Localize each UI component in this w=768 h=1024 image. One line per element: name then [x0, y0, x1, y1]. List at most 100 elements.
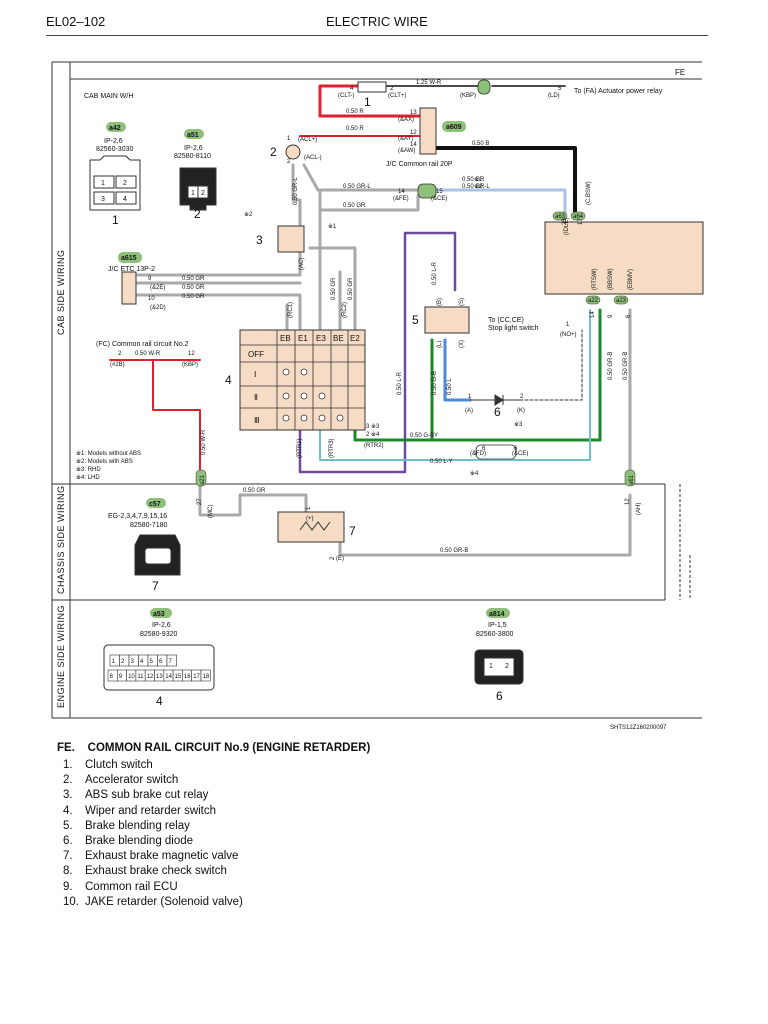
switch-table	[239, 329, 366, 431]
a53-pin-label: 1	[112, 659, 116, 665]
side-label-chassis: CHASSIS SIDE WIRING	[56, 485, 66, 594]
ref-common-rail: (FC) Common rail circuit No.2	[96, 341, 189, 348]
wire-label-05gr-top: 0.50 GR	[462, 177, 485, 183]
term-clt-m: (CLT-)	[338, 93, 355, 99]
wire-red-clutch	[318, 84, 422, 118]
legend-item: 1.Clutch switch	[63, 759, 153, 771]
pin-a609-12: 12	[410, 130, 417, 136]
a51-part: 82580-8110	[174, 153, 211, 160]
pin-a609-14: 14	[410, 142, 417, 148]
badge-a21: a21	[200, 474, 206, 485]
ecu-box	[544, 221, 704, 295]
diagram-frame	[51, 61, 702, 719]
wire-label-05ly: 0.50 L-Y	[430, 459, 453, 465]
term-x: (X)	[459, 340, 465, 348]
a53-pin-label: 17	[193, 674, 200, 680]
term-aw: (&AW)	[398, 148, 415, 154]
a609-block	[419, 107, 437, 155]
a53-pin-label: 7	[169, 659, 173, 665]
term-fd: (&FD)	[470, 451, 486, 457]
component-7-coil	[299, 521, 331, 531]
a814-part: 82560-3800	[476, 631, 513, 638]
term-ac: (AC)	[299, 258, 305, 270]
component-5-num: 5	[412, 313, 419, 327]
pin-clt-2: 2	[390, 86, 394, 92]
wire-label-05wr-v: 0.50 W-R	[201, 429, 207, 455]
a53-pin-label: 16	[184, 674, 191, 680]
legend-item: 8.Exhaust brake check switch	[63, 865, 227, 878]
a615-block	[121, 271, 137, 305]
a53-pin-label: 3	[131, 659, 135, 665]
term-s: (S)	[459, 298, 465, 306]
wire-label-05gby: 0.50 G-BY	[410, 433, 438, 439]
term-rtr1: (RTR1)	[297, 438, 303, 458]
legend-item: 3.ABS sub brake cut relay	[63, 789, 209, 802]
switch-col-1: E1	[298, 334, 308, 343]
a51-connector	[179, 167, 217, 211]
pin-acl-1: 1	[287, 136, 291, 142]
note-x1-b: ※1	[474, 176, 483, 183]
switch-col-3: BE	[333, 334, 344, 343]
legend-item: 9.Common rail ECU	[63, 880, 178, 893]
component-2-symbol	[285, 144, 301, 160]
wire-label-05gr-v1: 0.50 GR	[331, 277, 337, 300]
pin-ecu-6: 6	[626, 314, 632, 318]
legend-code: FE.	[57, 742, 75, 754]
wire-label-05grb-v1: 0.50 GR-B	[608, 352, 614, 380]
term-idle: (IDLE)	[564, 218, 570, 235]
term-kbp: (KBP)	[460, 93, 476, 99]
legend-item: 2.Accelerator switch	[63, 774, 179, 787]
wire-gray-grl	[302, 163, 420, 192]
pin-ld-5: 5	[558, 86, 562, 92]
a53-pin-label: 14	[165, 674, 172, 680]
a615-name: J/C ETC 13P-2	[108, 266, 155, 273]
a42-connector	[89, 155, 141, 211]
a42-pin-3: 3	[101, 196, 105, 203]
component-1-box	[357, 81, 387, 93]
term-2e: (&2E)	[150, 285, 165, 291]
wire-gray-acl	[291, 163, 302, 230]
wire-label-05gr-b: 0.50 GR	[182, 285, 205, 291]
a609-badge	[442, 121, 466, 132]
term-b: (B)	[437, 298, 443, 306]
pin-valve-2: 2	[330, 556, 336, 560]
note-x4: ※4	[470, 470, 479, 477]
a814-pin-2: 2	[505, 663, 509, 670]
a53-pin-cell	[200, 669, 211, 682]
term-rc2: (RC2)	[342, 302, 348, 318]
wire-label-05gr-a: 0.50 GR	[182, 276, 205, 282]
a609-code: a609	[446, 124, 462, 131]
badge-a63: a63	[555, 214, 566, 220]
note-x3: ※3	[514, 421, 523, 428]
component-5-relay	[424, 306, 470, 334]
note-1: ※1: Models without ABS	[76, 450, 141, 457]
header-rule	[46, 35, 708, 36]
component-4-num: 4	[225, 373, 232, 387]
term-ce: (&CE)	[431, 196, 447, 202]
wire-label-05gr-v2: 0.50 GR	[348, 277, 354, 300]
wire-label-05l: 0.50 L	[447, 378, 453, 395]
c57-code: c57	[149, 501, 161, 508]
component-6-diode	[494, 394, 504, 406]
term-ce2: (&CE)	[512, 451, 528, 457]
legend-list: 1.Clutch switch 2.Accelerator switch 3.A…	[63, 758, 243, 910]
wire-label-05b: 0.50 B	[472, 141, 489, 147]
a53-pin-label: 12	[147, 674, 154, 680]
a53-spec: IP-2,6	[152, 622, 171, 629]
term-2b: (#2B)	[110, 362, 125, 368]
legend-item: 7.Exhaust brake magnetic valve	[63, 850, 239, 863]
note-3: ※3: RHD	[76, 466, 101, 473]
a53-pin-label: 10	[128, 674, 135, 680]
wire-gray-exhaust	[198, 483, 308, 517]
term-ah: (AH)	[636, 503, 642, 515]
term-no: (NO+)	[560, 332, 577, 338]
legend-item: 5.Brake blending relay	[63, 819, 190, 832]
wire-purple-lr	[298, 231, 457, 474]
pin-fe-14: 14	[398, 189, 405, 195]
term-ebmv: (EBMV)	[628, 269, 634, 290]
pin-ecu-17: 17	[578, 218, 584, 225]
pin-ce-15: 15	[436, 189, 443, 195]
note-x2-b: ※2	[474, 183, 483, 190]
wire-label-05gr-d: 0.50 GR	[243, 488, 266, 494]
term-cbsw: (C.BSW)	[586, 181, 592, 205]
